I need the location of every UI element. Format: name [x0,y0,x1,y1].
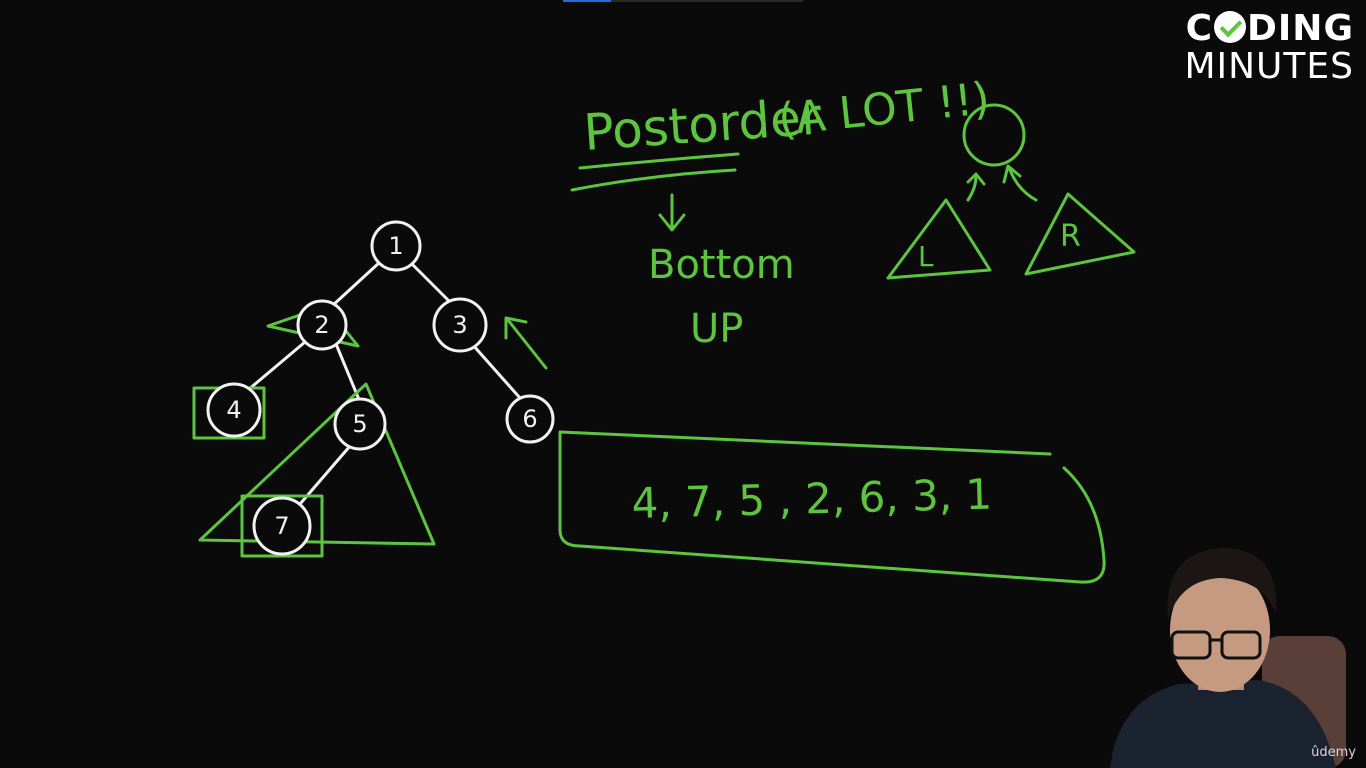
up-arrow-near-6 [504,316,548,370]
coding-minutes-logo: C DING MINUTES [1168,10,1354,86]
node-7-highlight [240,494,324,558]
node-5-subtree-highlight [198,382,436,546]
left-subtree-label: L [918,240,934,273]
presenter-body [1110,680,1336,768]
subtree-diagram: L R [886,103,1136,280]
tree-node-3-label: 3 [452,311,467,339]
udemy-watermark: ûdemy [1311,745,1356,760]
tree-node-1 [370,220,422,272]
heading-underline-2 [570,168,737,192]
traversal-result: 4, 7, 5 , 2, 6, 3, 1 [631,470,993,528]
logo-line-coding: C DING [1186,10,1354,48]
up-label: UP [690,306,743,352]
edge-5-7 [298,444,352,506]
checkmark-icon [1214,11,1247,43]
presenter-face [1170,568,1270,692]
down-arrow [658,193,686,232]
edge-1-2 [330,260,382,308]
tree-node-1-label: 1 [388,232,403,260]
tree-node-4-label: 4 [226,396,241,424]
bottom-up-note: Bottom UP [648,193,795,352]
video-progress-track [563,0,803,2]
heading-underline-1 [578,152,740,170]
presenter-webcam [1110,548,1346,768]
right-subtree-label: R [1060,219,1081,254]
logo-ding: DING [1247,8,1354,49]
bottom-label: Bottom [648,242,795,288]
binary-tree: 1 2 3 4 5 6 7 [192,220,555,558]
edge-3-6 [470,342,522,400]
tree-node-2 [296,299,348,351]
left-subtree-triangle [886,198,992,280]
heading-aside: (A LOT !!) [776,73,992,146]
tree-node-7-label: 7 [274,512,289,540]
tree-node-6-label: 6 [522,405,537,433]
right-up-arrow [1002,164,1038,202]
glasses-right-lens [1220,630,1262,660]
left-up-arrow [966,172,986,202]
right-subtree-triangle [1024,192,1136,276]
heading-group: Postorder (A LOT !!) [570,73,992,192]
traversal-result-box: 4, 7, 5 , 2, 6, 3, 1 [558,430,1106,584]
tree-node-3 [432,297,488,353]
glasses-left-lens [1170,630,1212,660]
tree-node-5 [333,397,387,451]
tree-node-6 [505,394,555,444]
presenter-hair [1167,548,1277,620]
tree-node-2-label: 2 [314,311,329,339]
tree-node-5-label: 5 [352,410,367,438]
result-box-outline [558,430,1106,584]
tree-node-7 [252,496,312,556]
edge-1-3 [410,262,456,308]
logo-line-minutes: MINUTES [1184,46,1354,87]
root-sketch-node [962,103,1026,167]
tree-node-4 [206,382,262,438]
video-progress-indicator [563,0,611,2]
edge-2-4 [246,340,307,392]
logo-c: C [1185,8,1214,49]
